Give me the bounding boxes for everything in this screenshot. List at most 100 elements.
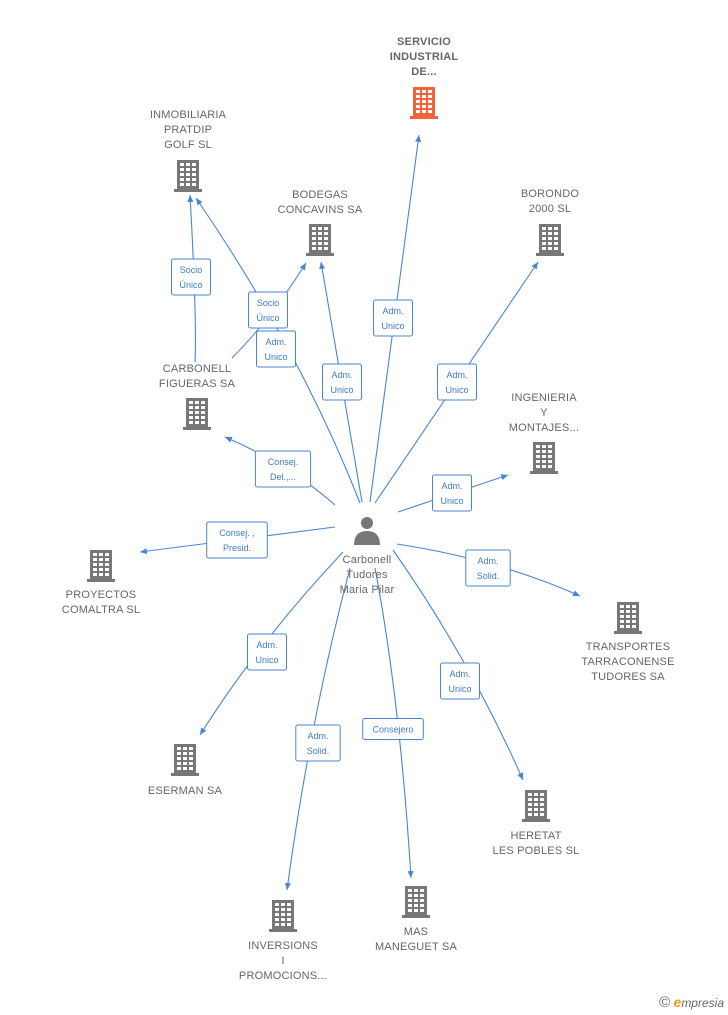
building-icon [87,550,115,582]
company-name-line: 2000 SL [529,203,571,215]
edge-label-text: Unico [448,684,471,694]
edge-label-text: Unico [445,385,468,395]
company-node-servicio[interactable]: SERVICIOINDUSTRIALDE... [390,36,459,119]
company-name-line: HERETAT [510,830,561,842]
edge-label-text: Adm. [331,370,352,380]
edge-label-box [248,291,288,329]
building-icon [410,87,438,119]
person-name-line: Tudores [346,569,388,581]
edge-label-e-inversions[interactable]: Adm. Solid. [295,724,341,762]
company-name-line: TARRACONENSE [581,656,674,668]
company-name-line: PRATDIP [164,124,212,136]
company-name-line: INDUSTRIAL [390,51,459,63]
edge-label-e-eserman[interactable]: Adm.Unico [247,633,287,671]
company-name-line: MAS [404,926,428,938]
edge-label-box [295,724,341,762]
edge-label-box [171,258,211,296]
building-icon [530,442,558,474]
company-name-line: ESERMAN SA [148,785,223,797]
edge-label-text: Consejero [372,725,413,735]
edge-line-e-mas [374,567,414,879]
company-name-line: INGENIERIA [511,392,577,404]
edge-line-e-carbonell-inmob [187,194,196,363]
edge-label-text: Adm. [307,731,328,741]
company-name-line: FIGUERAS SA [159,378,236,390]
company-name-line: PROYECTOS [66,589,137,601]
company-name-line: MANEGUET SA [375,941,458,953]
building-icon [614,602,642,634]
edge-label-e-borondo[interactable]: Adm. Unico [437,363,477,401]
company-name-line: CONCAVINS SA [278,204,363,216]
edge-label-box [362,718,424,740]
edge-label-text: Unico [255,655,278,665]
company-name-line: MONTAJES... [509,422,579,434]
copyright-notice: © empresia [659,994,724,1011]
building-icon [183,398,211,430]
edge-label-text: Adm. [446,370,467,380]
edge-label-text: Adm. [449,669,470,679]
person-name-line: Carbonell [343,554,392,566]
edge-label-e-bodegas[interactable]: Adm.Unico [322,363,362,401]
company-node-mas[interactable]: MAS MANEGUET SA [375,886,458,953]
person-icon [354,517,380,545]
edge-label-e-mas[interactable]: Consejero [362,718,424,740]
brand-name: mpresia [681,996,724,1010]
edge-label-box [465,549,511,587]
edge-label-text: Del.,... [270,472,296,482]
edge-label-text: Solid. [307,746,330,756]
edge-label-e-proyectos[interactable]: Consej. , Presid. [206,521,268,559]
edge-label-box [432,474,472,512]
company-node-eserman[interactable]: ESERMAN SA [148,744,223,797]
company-name-line: INMOBILIARIA [150,109,227,121]
company-name-line: BORONDO [521,188,579,200]
building-icon [306,224,334,256]
edge-label-text: Consej. [268,457,299,467]
building-icon [522,790,550,822]
edge-label-text: Adm. [477,556,498,566]
edge-label-e-ingenieria[interactable]: Adm. Unico [432,474,472,512]
company-node-carbonell[interactable]: CARBONELL FIGUERAS SA [159,363,236,430]
company-node-inmobiliaria[interactable]: INMOBILIARIA PRATDIP GOLF SL [150,109,227,192]
edge-label-text: Único [256,313,279,323]
company-name-line: SERVICIO [397,36,451,48]
copyright-symbol: © [659,994,671,1011]
company-name-line: TRANSPORTES [586,641,671,653]
company-node-inversions[interactable]: INVERSIONSIPROMOCIONS... [239,900,327,982]
edge-label-e-heretat[interactable]: Adm. Unico [440,662,480,700]
edge-label-box [247,633,287,671]
edge-label-e-servicio[interactable]: Adm.Unico [373,299,413,337]
edge-label-text: Adm. [441,481,462,491]
building-icon [171,744,199,776]
company-name-line: Y [540,407,548,419]
company-node-ingenieria[interactable]: INGENIERIA Y MONTAJES... [509,392,579,474]
edge-label-e-inmob[interactable]: Adm.Unico [256,330,296,368]
company-name-line: CARBONELL [163,363,231,375]
company-name-line: PROMOCIONS... [239,970,327,982]
building-icon [269,900,297,932]
company-node-borondo[interactable]: BORONDO 2000 SL [521,188,579,256]
building-icon [402,886,430,918]
building-icon [174,160,202,192]
edge-label-text: Presid. [223,543,251,553]
edge-label-e-transportes[interactable]: Adm. Solid. [465,549,511,587]
edge-label-box [373,299,413,337]
edge-label-text: Unico [264,352,287,362]
edge-label-text: Socio [257,298,280,308]
edge-label-e-carbonell[interactable]: Consej. Del.,... [254,450,312,488]
edge-label-text: Solid. [477,571,500,581]
edge-label-text: Unico [440,496,463,506]
edge-label-text: Consej. , [219,528,255,538]
edge-label-text: Socio [180,265,203,275]
edge-label-box [322,363,362,401]
brand-initial: e [673,994,682,1010]
company-name-line: GOLF SL [164,139,212,151]
person-name-line: Maria Pilar [340,584,395,596]
